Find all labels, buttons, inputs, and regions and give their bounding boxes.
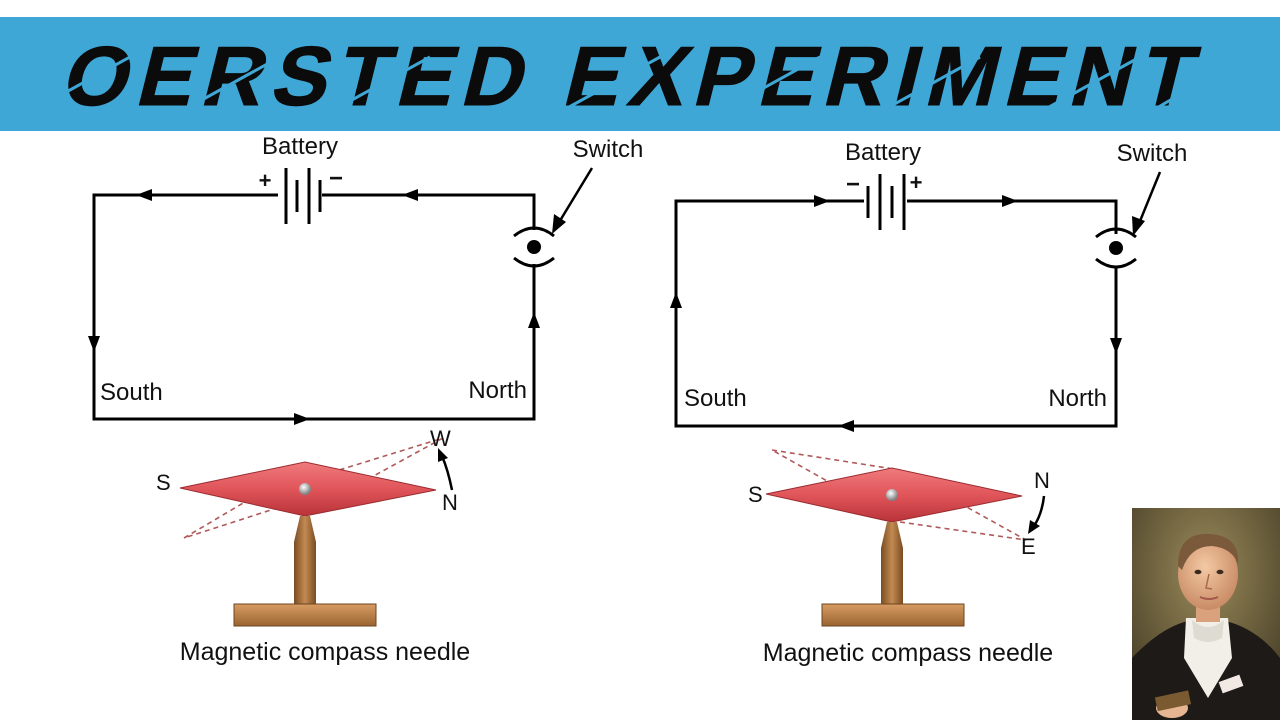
right-arrow-top-right	[1002, 195, 1018, 207]
right-compass-e: E	[1021, 534, 1036, 559]
left-compass-s: S	[156, 470, 171, 495]
left-switch-label: Switch	[573, 136, 644, 163]
left-arrow-top-right	[402, 189, 418, 201]
page-title: OERSTED EXPERIMENT	[55, 30, 1216, 124]
right-north-label: North	[1048, 385, 1107, 412]
right-stand-base	[821, 603, 965, 627]
left-arrow-top-left	[136, 189, 152, 201]
right-current-arrows	[670, 195, 1122, 432]
right-compass-s: S	[748, 482, 763, 507]
right-caption: Magnetic compass needle	[763, 639, 1053, 667]
left-circuit-wire	[92, 193, 536, 421]
left-south-label: South	[100, 379, 163, 406]
right-deflection-arrow	[1028, 495, 1046, 534]
right-needle-deflected-outline	[771, 449, 1027, 541]
left-switch-pointer-arrow	[552, 167, 594, 234]
left-battery-icon	[284, 168, 322, 224]
right-stand-tip	[881, 522, 903, 548]
left-stand-tip	[294, 516, 316, 542]
left-current-arrows	[88, 189, 540, 425]
right-arrow-bottom	[838, 420, 854, 432]
left-battery-minus: −	[329, 165, 343, 192]
left-north-label: North	[468, 377, 527, 404]
left-caption: Magnetic compass needle	[180, 638, 470, 666]
right-arrow-top-left	[814, 195, 830, 207]
left-arrow-left-down	[88, 336, 100, 352]
right-battery-label: Battery	[845, 139, 921, 166]
left-deflection-arrow	[438, 448, 454, 491]
right-switch-icon[interactable]	[1095, 227, 1137, 269]
right-pivot	[886, 489, 898, 501]
right-south-label: South	[684, 385, 747, 412]
right-switch-label: Switch	[1117, 140, 1188, 167]
title-slash-decoration	[29, 55, 1231, 114]
left-switch-icon[interactable]	[513, 226, 555, 268]
left-stand-base	[233, 603, 377, 627]
right-battery-minus: −	[846, 171, 860, 198]
left-battery-label: Battery	[262, 133, 338, 160]
left-compass-n: N	[442, 490, 458, 515]
right-compass	[765, 449, 1027, 627]
oersted-portrait	[1132, 508, 1280, 720]
right-battery-icon	[866, 174, 906, 230]
right-diagram: Battery − + Switch South North	[670, 139, 1187, 667]
left-arrow-bottom	[294, 413, 310, 425]
left-battery-plus: +	[259, 168, 272, 193]
left-compass-w: W	[430, 426, 451, 451]
left-compass	[179, 437, 444, 627]
left-pivot	[299, 483, 311, 495]
left-arrow-right-up	[528, 312, 540, 328]
right-compass-n: N	[1034, 468, 1050, 493]
right-stand-post	[881, 548, 903, 604]
right-arrow-right-down	[1110, 338, 1122, 354]
right-circuit-wire	[674, 199, 1118, 428]
right-arrow-left-up	[670, 292, 682, 308]
title-banner: OERSTED EXPERIMENT	[0, 17, 1280, 131]
left-stand-post	[294, 542, 316, 604]
right-battery-plus: +	[910, 170, 923, 195]
left-diagram: Battery + − Switch South North	[88, 133, 643, 666]
right-switch-pointer-arrow	[1132, 171, 1162, 236]
